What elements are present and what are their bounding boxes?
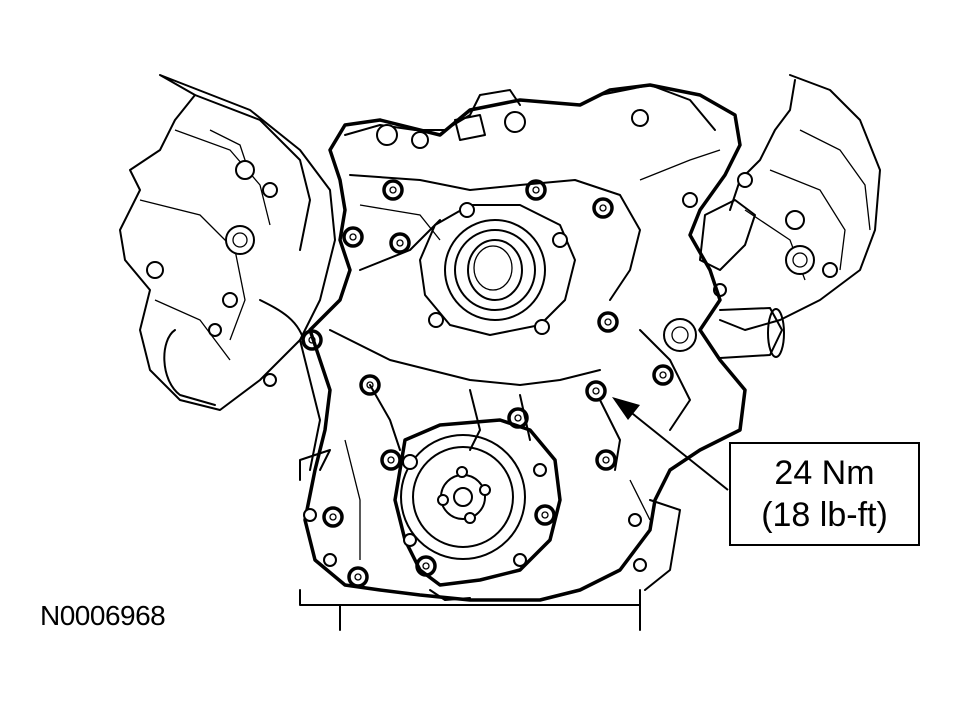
bolt-icon (597, 311, 619, 333)
bolt-icon (652, 364, 674, 386)
bolt-icon (382, 179, 404, 201)
bolt-icon (525, 179, 547, 201)
cover-bolts (301, 179, 674, 588)
bolt-icon (359, 374, 381, 396)
front-cover (303, 83, 747, 602)
torque-nm-label: 24 Nm (774, 454, 875, 492)
bolt-icon (585, 380, 607, 402)
water-pump-icon (393, 418, 562, 601)
bolt-icon (389, 232, 411, 254)
torque-lbft-label: (18 lb-ft) (761, 496, 888, 534)
oil-pan-edge (299, 449, 681, 631)
top-housing (344, 84, 716, 149)
leader-arrow-icon (612, 397, 729, 491)
bolt-icon (415, 555, 437, 577)
bolt-icon (380, 449, 402, 471)
thermostat-outlet (663, 199, 785, 359)
upper-pulley-boss (419, 202, 576, 336)
bolt-icon (347, 566, 369, 588)
bolt-icon (592, 197, 614, 219)
bolt-icon (301, 329, 323, 351)
bolt-icon (507, 407, 529, 429)
left-cylinder-head (119, 74, 336, 471)
right-cylinder-head (682, 74, 881, 331)
bolt-icon (595, 449, 617, 471)
torque-callout: 24 Nm (18 lb-ft) (729, 442, 920, 546)
figure-id-label: N0006968 (40, 600, 166, 631)
bolt-icon (342, 226, 364, 248)
bolt-icon (322, 506, 344, 528)
bolt-icon (534, 504, 556, 526)
